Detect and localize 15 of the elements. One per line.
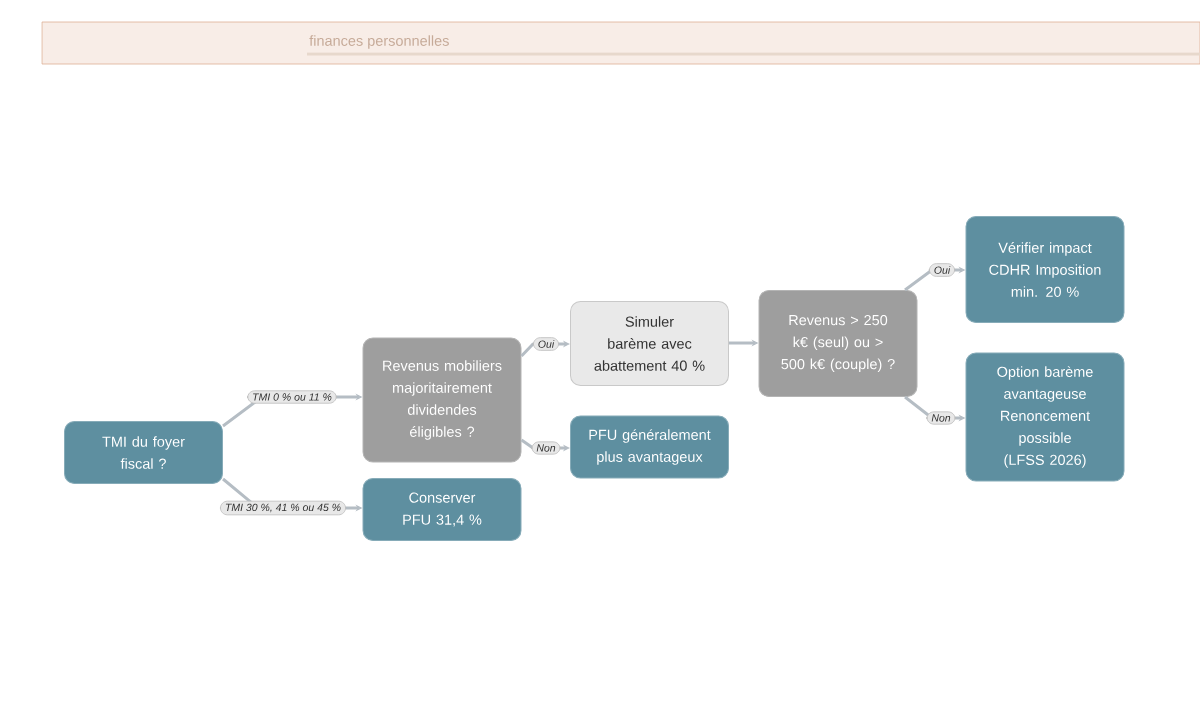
- result-box: PFU généralement plus avantageux: [570, 415, 729, 479]
- result-box: Vérifier impact CDHR Imposition min. 20 %: [965, 216, 1125, 323]
- decision-box: Revenus mobiliers majoritairement dividendes éligibles ?: [362, 337, 522, 463]
- edge-label: Non: [531, 441, 561, 455]
- edge-label: Oui: [928, 263, 956, 277]
- edge-label: TMI 30 %, 41 % ou 45 %: [220, 500, 346, 516]
- edge-label: Non: [926, 411, 956, 425]
- edge-label: TMI 0 % ou 11 %: [247, 390, 337, 404]
- decision-box: Revenus > 250 k€ (seul) ou > 500 k€ (couple) ?: [758, 290, 918, 397]
- edge-label: Oui: [532, 337, 560, 351]
- result-box: Conserver PFU 31,4 %: [362, 478, 522, 541]
- result-box: Option barème avantageuse Renoncement possible (LFSS 2026): [965, 352, 1125, 482]
- start-box: TMI du foyer fiscal ?: [64, 421, 223, 484]
- action-box: Simuler barème avec abattement 40 %: [570, 301, 729, 386]
- tagline: finances personnelles: [309, 35, 449, 49]
